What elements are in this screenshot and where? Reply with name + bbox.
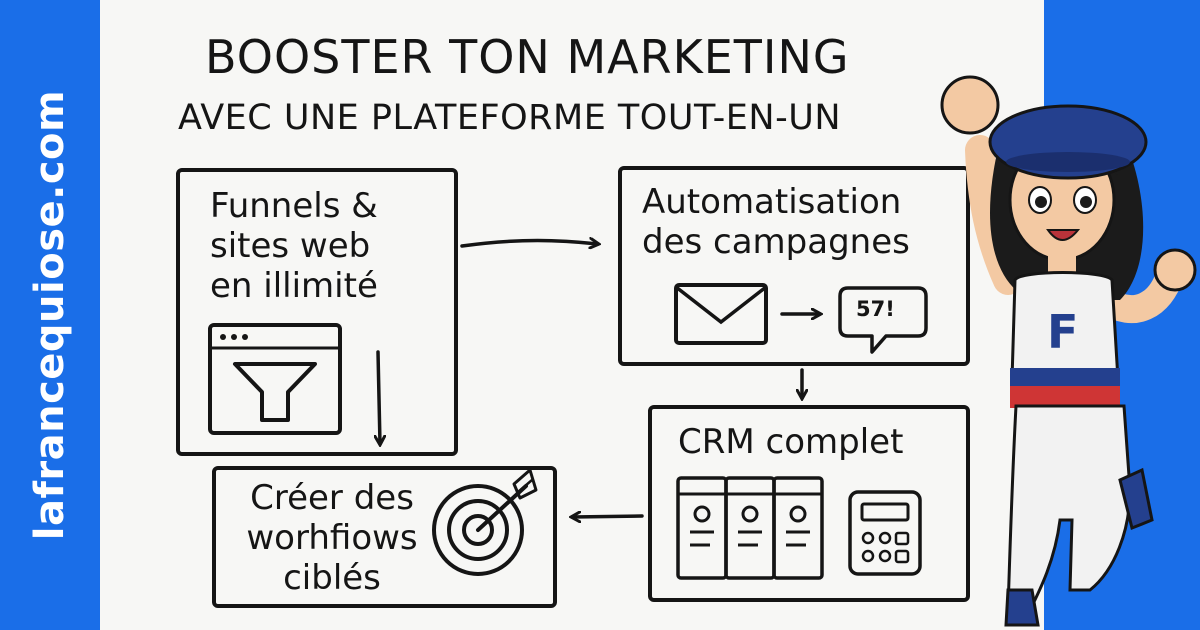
box-automation	[618, 166, 970, 366]
workflows-line-2: worhfiows	[246, 518, 418, 558]
arrow-crm-to-workflows	[572, 516, 644, 517]
box-workflows	[212, 466, 557, 608]
automation-line-2: des campagnes	[642, 222, 910, 262]
speech-bubble-icon	[838, 286, 928, 354]
automation-text: Automatisation des campagnes	[642, 182, 910, 262]
funnels-line-1: Funnels &	[210, 186, 378, 226]
box-funnels	[176, 168, 458, 456]
bubble-value: 57!	[856, 297, 895, 321]
crm-text: CRM complet	[678, 422, 903, 462]
workflows-line-1: Créer des	[250, 478, 414, 518]
workflows-line-3: ciblés	[283, 558, 381, 598]
shirt-letter: F	[1047, 305, 1078, 359]
arrow-funnels-to-automation	[460, 241, 598, 247]
workflows-text: Créer des worhfiows ciblés	[228, 478, 436, 598]
funnels-text: Funnels & sites web en illimité	[210, 186, 378, 306]
box-crm	[648, 405, 970, 602]
mascot-icon: F	[940, 75, 1197, 627]
contact-cards-icon	[676, 476, 824, 580]
funnel-icon	[233, 362, 317, 422]
title-line-1: BOOSTER TON MARKETING	[205, 30, 850, 84]
diagram-lines	[208, 0, 928, 580]
funnels-line-3: en illimité	[210, 266, 378, 306]
envelope-icon	[674, 283, 768, 345]
left-brand-band: lafrancequiose.com	[0, 0, 100, 630]
site-name: lafrancequiose.com	[27, 89, 73, 541]
funnels-line-2: sites web	[210, 226, 371, 266]
browser-window-icon	[208, 323, 342, 435]
calculator-icon	[848, 490, 922, 576]
automation-line-1: Automatisation	[642, 182, 902, 222]
arrow-funnels-to-workflows	[378, 350, 380, 444]
target-icon	[432, 468, 538, 576]
title-line-2: AVEC UNE PLATEFORME TOUT-EN-UN	[178, 98, 841, 138]
crm-line-1: CRM complet	[678, 422, 904, 462]
diagram-paper: BOOSTER TON MARKETING AVEC UNE PLATEFORM…	[100, 0, 1044, 630]
